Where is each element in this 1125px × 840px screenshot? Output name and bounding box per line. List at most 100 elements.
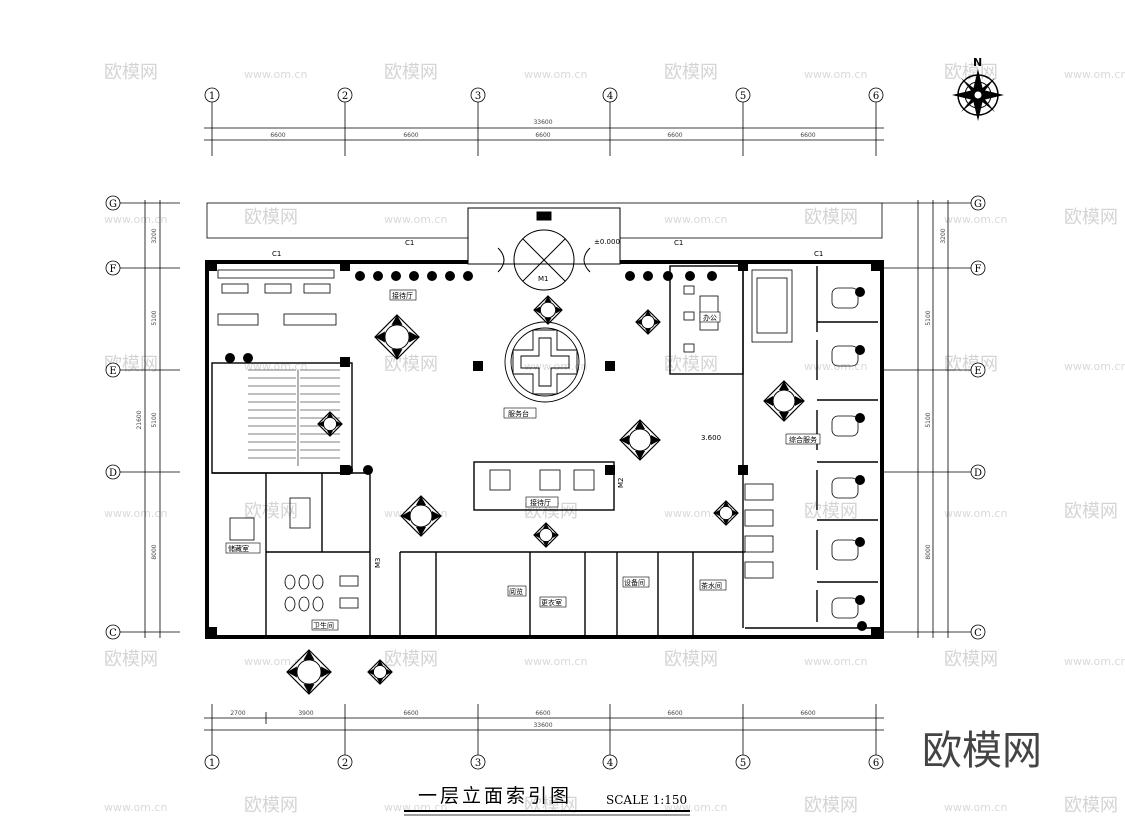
grid-bubble xyxy=(602,754,618,770)
grid-row-label: D xyxy=(974,468,982,479)
window-mark-c1: C1 xyxy=(405,239,414,247)
top-dimension-bay: 6600 xyxy=(800,132,815,139)
grid-bubble xyxy=(337,754,353,770)
watermark: www.om.cn xyxy=(524,655,587,668)
left-dimension-part: 5100 xyxy=(151,310,158,325)
window-mark-c1: C1 xyxy=(674,239,683,247)
watermark: www.om.cn xyxy=(384,213,447,226)
watermark: 欧模网 xyxy=(104,649,158,670)
elevation-index-icon xyxy=(286,649,332,695)
grid-row-label: E xyxy=(974,366,981,377)
top-dimension-total: 33600 xyxy=(533,119,552,126)
grid-row-label: G xyxy=(109,199,117,210)
watermark: 欧模网 xyxy=(1064,207,1118,228)
grid-bubble xyxy=(970,195,986,211)
grid-bubble xyxy=(470,87,486,103)
column xyxy=(340,261,350,271)
grid-bubble xyxy=(105,624,121,640)
watermark: www.om.cn xyxy=(1064,360,1125,373)
plant xyxy=(409,271,419,281)
plant xyxy=(355,271,365,281)
left-dimension-part: 8000 xyxy=(151,544,158,559)
grid-column-label: 3 xyxy=(475,91,481,102)
watermark: 欧模网 xyxy=(384,62,438,83)
room-label: 阅览 xyxy=(509,587,523,596)
right-dimension-chain xyxy=(917,200,949,638)
plant xyxy=(463,271,473,281)
grid-column-label: 6 xyxy=(873,758,879,769)
grid-row-label: F xyxy=(110,264,117,275)
grid-bubble xyxy=(868,754,884,770)
left-dimension-chain xyxy=(144,200,161,638)
watermark: www.om.cn xyxy=(664,507,727,520)
grid-bubble xyxy=(735,87,751,103)
watermark: www.om.cn xyxy=(804,68,867,81)
left-dimension-total: 21600 xyxy=(136,410,143,429)
elevation-index-icon xyxy=(533,522,559,548)
top-dimension-bay: 6600 xyxy=(667,132,682,139)
watermark: www.om.cn xyxy=(944,213,1007,226)
room-label: 更衣室 xyxy=(541,598,562,607)
right-dimension-part: 8000 xyxy=(925,544,932,559)
column xyxy=(738,465,748,475)
column xyxy=(605,361,615,371)
room-label: 设备间 xyxy=(624,578,645,587)
watermark: www.om.cn xyxy=(944,507,1007,520)
column xyxy=(207,261,217,271)
column xyxy=(340,357,350,367)
watermark: 欧模网 xyxy=(1064,795,1118,816)
top-dimension-chain xyxy=(204,127,884,141)
grid-row-label: G xyxy=(974,199,982,210)
plant xyxy=(643,271,653,281)
watermark: 欧模网 xyxy=(244,795,298,816)
grid-bubble xyxy=(735,754,751,770)
plant xyxy=(391,271,401,281)
watermark: www.om.cn xyxy=(104,507,167,520)
plant xyxy=(427,271,437,281)
grid-bubble xyxy=(602,87,618,103)
watermark: 欧模网 xyxy=(804,501,858,522)
window-mark-c1: C1 xyxy=(814,250,823,258)
central-floor-pattern xyxy=(504,321,586,403)
elevation-index-symbols xyxy=(286,295,805,695)
grid-bubble xyxy=(970,260,986,276)
plant xyxy=(855,345,865,355)
grid-row-label: D xyxy=(109,468,117,479)
right-dimension-part: 5100 xyxy=(925,310,932,325)
watermark: 欧模网 xyxy=(664,62,718,83)
column xyxy=(871,261,881,271)
bottom-dimension-bay: 6600 xyxy=(403,710,418,717)
watermark: 欧模网 xyxy=(384,354,438,375)
lounge-seating xyxy=(217,269,337,326)
grid-bubble xyxy=(204,754,220,770)
grid-bubble xyxy=(970,464,986,480)
watermark: 欧模网 xyxy=(104,62,158,83)
watermark: 欧模网 xyxy=(944,62,998,83)
bottom-dimension-bay: 3900 xyxy=(298,710,313,717)
drawing-title: 一层立面索引图 xyxy=(418,785,572,807)
watermark: 欧模网 xyxy=(944,649,998,670)
elevation-index-icon xyxy=(619,419,661,461)
watermark: 欧模网 xyxy=(244,501,298,522)
grid-bubble xyxy=(105,464,121,480)
watermark: www.om.cn xyxy=(104,213,167,226)
room-labels: 接待厅 服务台 接待厅 综合服务 办公 储藏室 卫生间 更衣室 设备间 茶水间 … xyxy=(225,289,821,631)
grid-bubble xyxy=(337,87,353,103)
watermark: www.om.cn xyxy=(664,213,727,226)
watermark: www.om.cn xyxy=(524,360,587,373)
grid-row-label: E xyxy=(109,366,116,377)
grid-row-label: F xyxy=(975,264,982,275)
room-label: 卫生间 xyxy=(313,621,334,630)
watermark: www.om.cn xyxy=(524,68,587,81)
elevation-index-icon xyxy=(400,495,442,537)
watermark: www.om.cn xyxy=(1064,655,1125,668)
watermark: 欧模网 xyxy=(804,795,858,816)
north-label: N xyxy=(973,56,982,69)
grid-row-label: C xyxy=(974,628,982,639)
grid-column-label: 5 xyxy=(740,758,746,769)
plant xyxy=(625,271,635,281)
elevation-index-icon xyxy=(635,309,661,335)
level-mark: 3.600 xyxy=(701,434,721,442)
brand-logo: 欧模网 xyxy=(922,728,1042,774)
column xyxy=(738,261,748,271)
